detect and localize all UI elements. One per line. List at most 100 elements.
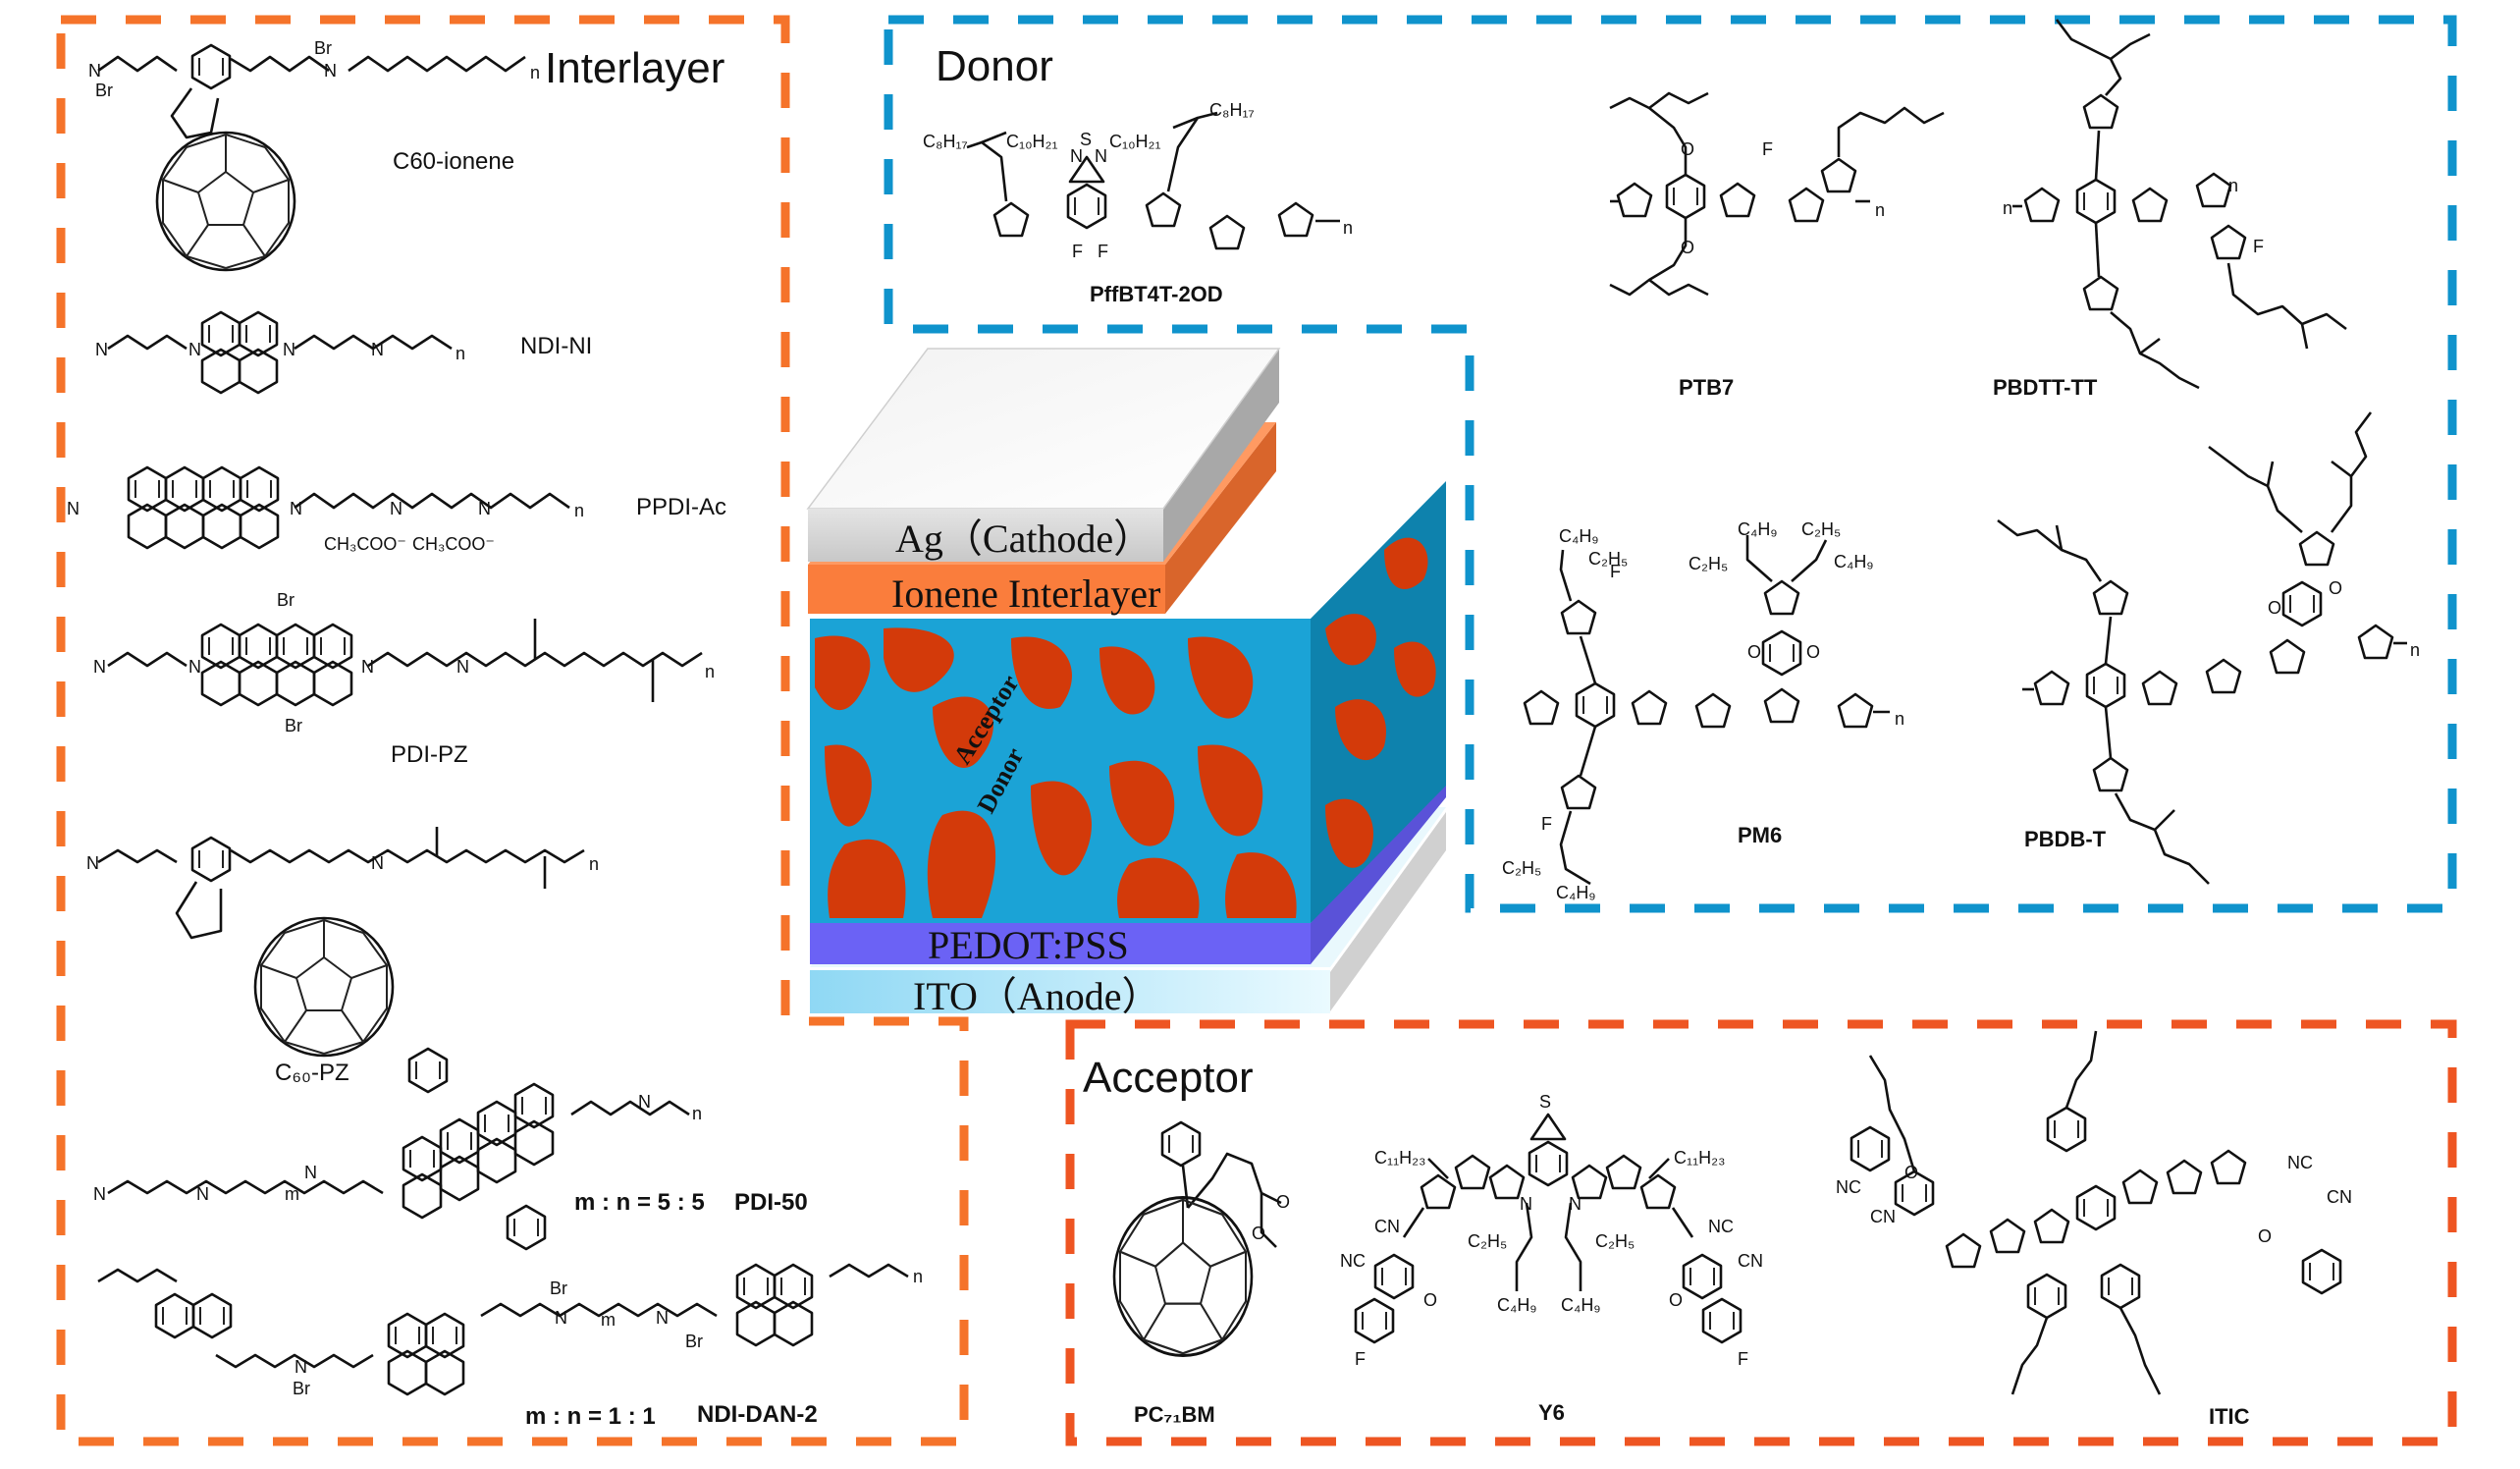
atom-o: O: [2258, 1226, 2272, 1246]
atom-n: N: [295, 1357, 307, 1377]
substituent-c2h5: C₂H₅: [1468, 1231, 1507, 1251]
label-pdi-pz: PDI-PZ: [391, 741, 468, 768]
atom-n-subscript: n: [1895, 709, 1904, 729]
atom-br: Br: [550, 1279, 567, 1298]
substituent-c4h9: C₄H₉: [1834, 552, 1873, 571]
pedot-layer-front: [810, 923, 1311, 964]
substituent-c4h9: C₄H₉: [1561, 1295, 1600, 1315]
atom-n: N: [456, 657, 469, 677]
atom-n-subscript: n: [574, 501, 584, 520]
substituent-c2h5: C₂H₅: [1801, 519, 1841, 539]
donor-section-border: [884, 15, 2457, 913]
substituent-c4h9: C₄H₉: [1559, 526, 1598, 546]
counterion-acetate: CH₃COO⁻: [412, 534, 495, 554]
atom-n: N: [93, 1184, 106, 1204]
atom-m-subscript: m: [601, 1310, 616, 1330]
label-c60-ionene: C60-ionene: [393, 148, 514, 175]
label-pbdb-t: PBDB-T: [2024, 827, 2107, 851]
molecule-ptb7: O O F n: [1609, 91, 1945, 297]
atom-n: N: [1520, 1194, 1532, 1214]
atom-n: N: [324, 61, 337, 81]
substituent-c11h23: C₁₁H₂₃: [1374, 1148, 1425, 1168]
cathode-layer-side: [1163, 349, 1279, 562]
atom-n-subscript: n: [705, 662, 715, 681]
atom-cn: CN: [1870, 1207, 1896, 1226]
molecule-itic: NC CN NC CN O O: [1836, 1030, 2352, 1395]
atom-o: O: [1747, 642, 1761, 662]
atom-nc: NC: [1340, 1251, 1366, 1271]
substituent-c2h5: C₂H₅: [1689, 554, 1728, 573]
atom-n: N: [638, 1092, 651, 1112]
atom-n: N: [188, 657, 201, 677]
cathode-layer-front: [808, 509, 1163, 562]
substituent-c2h5: C₂H₅: [1588, 549, 1628, 569]
atom-br: Br: [314, 38, 332, 58]
atom-o: O: [1681, 139, 1694, 159]
molecule-pbdtt-tt: F n n: [2003, 19, 2347, 390]
molecule-pffbt4t-2od: N N S F F C₁₀H₂₁ C₁₀H₂₁ C₈H₁₇ C₈H₁₇ n: [923, 100, 1353, 261]
atom-n: N: [304, 1163, 317, 1182]
atom-o: O: [1669, 1290, 1683, 1310]
atom-n-subscript: n: [2003, 198, 2012, 218]
atom-n-subscript: n: [913, 1267, 923, 1286]
atom-f: F: [2253, 237, 2264, 256]
atom-n: N: [555, 1308, 567, 1328]
ito-layer-front: [810, 970, 1330, 1013]
atom-f: F: [1098, 242, 1108, 261]
atom-o: O: [1252, 1224, 1265, 1243]
label-pbdtt-tt: PBDTT-TT: [1993, 375, 2098, 400]
substituent-c8h17: C₈H₁₇: [1209, 100, 1255, 120]
acceptor-domains: [815, 537, 1436, 918]
donor-section-title: Donor: [936, 42, 1053, 90]
atom-o: O: [1276, 1192, 1290, 1212]
device-stack: ITO（Anode） PEDOT:PSS: [806, 348, 1446, 1018]
atom-n-subscript: n: [1343, 218, 1353, 238]
cathode-label: Ag（Cathode）: [895, 517, 1153, 561]
atom-f: F: [1610, 562, 1621, 581]
molecule-pbdb-t: O O n: [1997, 411, 2420, 885]
atom-n: N: [1569, 1194, 1582, 1214]
interlayer-label: Ionene Interlayer: [891, 571, 1160, 616]
atom-n: N: [196, 1184, 209, 1204]
ito-label: ITO（Anode）: [913, 974, 1161, 1018]
atom-n: N: [1070, 146, 1083, 166]
atom-n: N: [86, 853, 99, 873]
interlayer-layer-front: [808, 565, 1165, 614]
atom-n: N: [478, 499, 491, 518]
atom-o: O: [1806, 642, 1820, 662]
atom-n: N: [656, 1308, 669, 1328]
label-pc71bm: PC₇₁BM: [1134, 1402, 1215, 1427]
atom-n-subscript: n: [1875, 200, 1885, 220]
ratio-pdi-50: m : n = 5 : 5: [574, 1189, 705, 1216]
atom-n: N: [390, 499, 402, 518]
substituent-c10h21: C₁₀H₂₁: [1006, 132, 1058, 151]
interlayer-section-border: [56, 15, 969, 1446]
atom-nc: NC: [1836, 1177, 1861, 1197]
molecule-pc71bm: O O: [1112, 1120, 1290, 1357]
label-pm6: PM6: [1738, 823, 1782, 847]
molecule-c60-ionene: N N Br Br n: [88, 38, 540, 272]
substituent-c2h5: C₂H₅: [1502, 858, 1541, 878]
atom-n-subscript: n: [589, 854, 599, 874]
atom-n: N: [1095, 146, 1107, 166]
atom-f: F: [1072, 242, 1083, 261]
atom-n: N: [93, 657, 106, 677]
atom-o: O: [1681, 238, 1694, 257]
substituent-c4h9: C₄H₉: [1738, 519, 1777, 539]
substituent-c10h21: C₁₀H₂₁: [1109, 132, 1161, 151]
label-c60-pz: C₆₀-PZ: [275, 1060, 349, 1086]
ito-layer-side: [1330, 812, 1446, 1011]
atom-n: N: [188, 340, 201, 359]
atom-n: N: [361, 657, 374, 677]
acceptor-section-border: [1065, 1019, 2457, 1446]
label-ndi-dan-2: NDI-DAN-2: [697, 1401, 818, 1428]
substituent-c2h5: C₂H₅: [1595, 1231, 1635, 1251]
atom-m-subscript: m: [285, 1184, 299, 1204]
ratio-ndi-dan-2: m : n = 1 : 1: [525, 1403, 656, 1430]
substituent-c4h9: C₄H₉: [1556, 883, 1595, 902]
atom-f: F: [1738, 1349, 1748, 1369]
label-ppdi-ac: PPDI-Ac: [636, 494, 726, 520]
atom-n-subscript: n: [530, 63, 540, 82]
atom-br: Br: [293, 1379, 310, 1398]
atom-n-subscript: n: [2410, 640, 2420, 660]
